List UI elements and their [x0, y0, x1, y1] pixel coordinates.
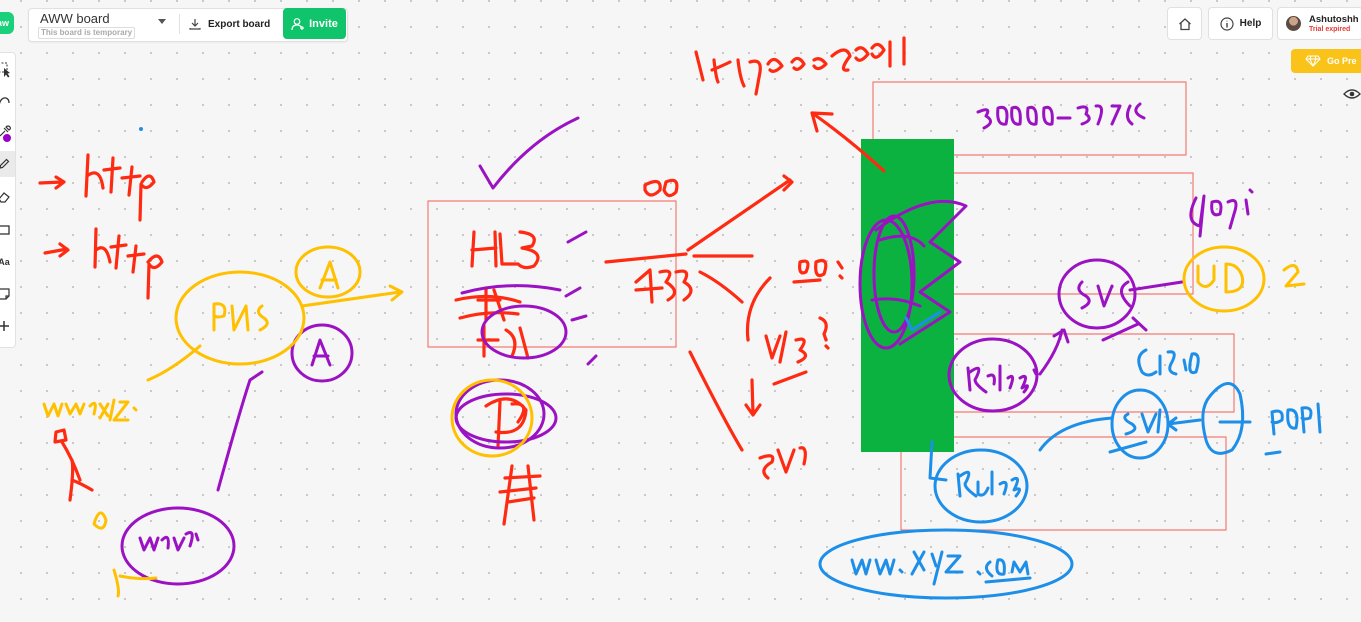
curve-tool[interactable] — [0, 88, 15, 114]
sticky-note-icon — [0, 288, 10, 300]
add-icon — [0, 321, 9, 331]
svc-box — [952, 172, 1194, 295]
drawing-toolbar: Aa — [0, 52, 16, 348]
pen-icon — [0, 158, 10, 169]
temporary-board-badge: This board is temporary — [38, 27, 136, 39]
trial-status: Trial expired — [1309, 26, 1351, 33]
color-picker-icon — [0, 125, 11, 137]
select-tool[interactable] — [0, 57, 15, 83]
select-icon — [0, 62, 10, 78]
add-user-icon — [291, 17, 305, 30]
avatar — [1286, 16, 1301, 31]
divider — [179, 14, 180, 34]
rules-box — [900, 436, 1227, 531]
go-premium-label: Go Pre — [1327, 56, 1357, 66]
user-profile-button[interactable]: Ashutoshh S Trial expired — [1277, 7, 1361, 40]
active-color-swatch[interactable] — [3, 134, 11, 142]
color-picker-tool[interactable] — [0, 119, 15, 145]
export-board-label: Export board — [208, 18, 271, 30]
curve-icon — [0, 97, 10, 104]
rectangle-icon — [0, 225, 10, 235]
add-tool[interactable] — [0, 313, 15, 339]
go-premium-button[interactable]: Go Pre — [1291, 49, 1361, 73]
hlb-box — [427, 200, 677, 348]
rectangle-tool[interactable] — [0, 217, 15, 243]
help-label: Help — [1239, 18, 1262, 29]
eye-icon[interactable] — [1343, 88, 1361, 100]
pointer-dot — [139, 127, 143, 131]
pen-tool[interactable] — [0, 151, 15, 177]
home-icon — [1178, 17, 1191, 30]
app-logo[interactable]: aw — [0, 12, 14, 34]
eraser-icon — [0, 192, 10, 203]
chevron-down-icon[interactable] — [158, 19, 166, 24]
export-board-button[interactable]: Export board — [184, 10, 274, 38]
invite-label: Invite — [309, 17, 338, 30]
user-name: Ashutoshh S — [1309, 14, 1361, 25]
text-tool[interactable]: Aa — [0, 249, 15, 275]
home-button[interactable] — [1167, 7, 1202, 40]
port-range-box — [872, 81, 1187, 156]
logo-text: aw — [0, 18, 9, 28]
diamond-icon — [1305, 55, 1321, 67]
help-button[interactable]: Help — [1208, 7, 1273, 40]
eraser-tool[interactable] — [0, 184, 15, 210]
board-name[interactable]: AWW board — [40, 11, 110, 26]
download-icon — [189, 19, 201, 30]
invite-button[interactable]: Invite — [283, 8, 346, 39]
info-icon — [1220, 16, 1234, 31]
sticky-note-tool[interactable] — [0, 281, 15, 307]
text-icon: Aa — [0, 257, 10, 267]
